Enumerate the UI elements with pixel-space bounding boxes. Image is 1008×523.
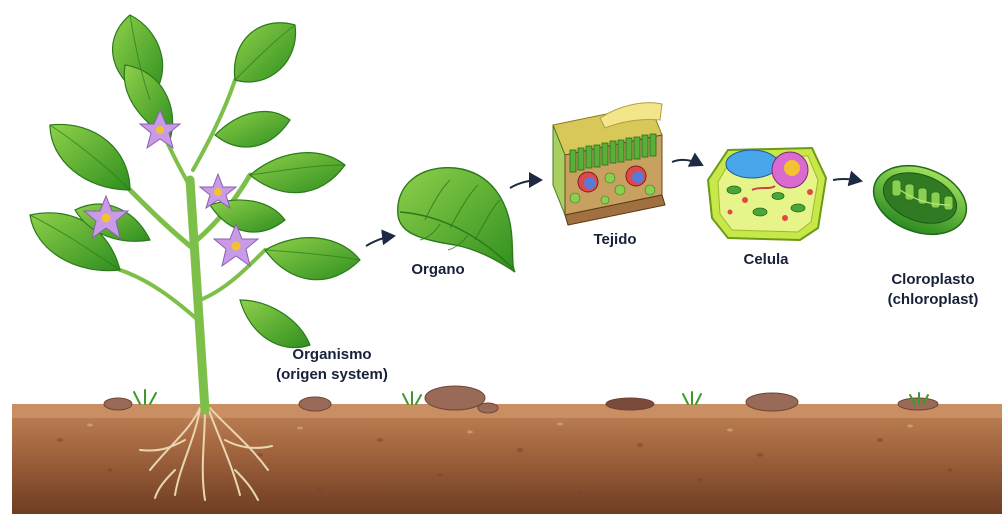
arrow-right-icon bbox=[671, 152, 704, 167]
stage-label-line1: Organo bbox=[411, 261, 465, 278]
stage-label-line1: Tejido bbox=[593, 231, 637, 248]
stage-label-line2: (chloroplast) bbox=[887, 291, 979, 308]
stage-label-cell: Celula bbox=[716, 250, 816, 270]
stage-arrows bbox=[365, 152, 863, 247]
arrow-right-icon bbox=[365, 229, 396, 247]
stage-label-line1: Celula bbox=[743, 251, 789, 268]
chloroplast-icon bbox=[872, 164, 968, 236]
plant-stems bbox=[118, 78, 267, 415]
plant-cell-icon bbox=[706, 146, 828, 242]
stage-label-organism: Organismo (origen system) bbox=[252, 345, 412, 385]
soil-ground bbox=[12, 404, 1002, 514]
stage-label-line1: Organismo bbox=[292, 346, 372, 363]
stage-label-line2: (origen system) bbox=[276, 366, 388, 383]
leaf-icon bbox=[397, 167, 516, 273]
plant-flowers bbox=[82, 108, 260, 268]
stage-label-line1: Cloroplasto bbox=[891, 271, 975, 288]
stage-label-organ: Organo bbox=[388, 260, 488, 280]
plant-roots bbox=[139, 407, 273, 501]
stage-label-chloroplast: Cloroplasto (chloroplast) bbox=[868, 270, 998, 310]
grass-tufts bbox=[133, 389, 929, 405]
tissue-block-icon bbox=[552, 102, 666, 226]
arrow-right-icon bbox=[509, 172, 543, 189]
soil-rocks bbox=[103, 385, 939, 414]
arrow-right-icon bbox=[832, 170, 863, 187]
stage-label-tissue: Tejido bbox=[565, 230, 665, 250]
plant-icon bbox=[29, 14, 361, 501]
